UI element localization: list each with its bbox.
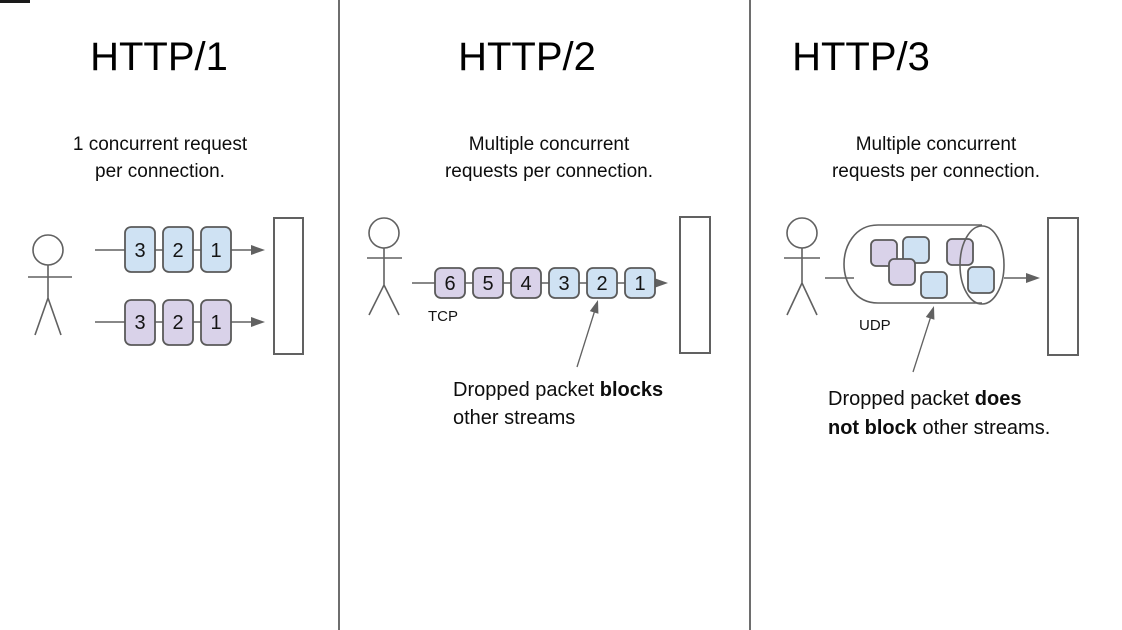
packet (888, 258, 916, 286)
packet (624, 267, 656, 299)
packet (200, 226, 232, 273)
packet-queue-purple: 3 2 1 (124, 299, 232, 346)
screen-edge-artifact (0, 0, 30, 3)
packet-label: 2 (596, 273, 607, 295)
dropped-packet-arrow (576, 300, 599, 368)
packet-label: 2 (172, 240, 183, 262)
packet (162, 226, 194, 273)
packet (162, 299, 194, 346)
caption-line2: not block other streams. (828, 417, 1051, 439)
packet-label: 5 (482, 273, 493, 295)
http3-subtitle-line1: Multiple concurrent (855, 134, 1017, 155)
http2-subtitle-line2: requests per connection. (444, 161, 654, 182)
http3-subtitle-line2: requests per connection. (831, 161, 1041, 182)
packet (902, 236, 930, 264)
packet (124, 226, 156, 273)
http2-title: HTTP/2 (458, 35, 596, 79)
exit-arrow (1004, 273, 1040, 283)
server-box (1047, 217, 1079, 356)
column-divider-1 (338, 0, 340, 630)
packet (472, 267, 504, 299)
http1-subtitle-line2: per connection. (95, 161, 225, 182)
udp-label: UDP (859, 317, 891, 334)
packet-queue: 6 5 4 3 2 1 (434, 267, 656, 299)
person-icon (28, 234, 72, 336)
udp-tunnel (843, 224, 982, 304)
column-divider-2 (749, 0, 751, 630)
packet-queue-blue: 3 2 1 (124, 226, 232, 273)
packet-label: 3 (134, 312, 145, 334)
server-box (273, 217, 304, 355)
server-box (679, 216, 711, 354)
packet-label: 2 (172, 312, 183, 334)
caption-line1: Dropped packet does (828, 388, 1022, 410)
http3-diagram: UDP (784, 217, 1079, 373)
http2-subtitle: Multiple concurrent requests per connect… (429, 131, 669, 185)
packet (586, 267, 618, 299)
packet-label: 3 (558, 273, 569, 295)
http1-subtitle: 1 concurrent request per connection. (40, 131, 280, 185)
packet-label: 1 (210, 240, 221, 262)
packet-label: 1 (210, 312, 221, 334)
packet-label: 1 (634, 273, 645, 295)
tunnel-mouth (959, 225, 1005, 305)
person-icon (784, 217, 820, 316)
http2-subtitle-line1: Multiple concurrent (468, 134, 630, 155)
packet-label: 6 (444, 273, 455, 295)
http3-subtitle: Multiple concurrent requests per connect… (816, 131, 1056, 185)
packet-label: 4 (520, 273, 531, 295)
packet (434, 267, 466, 299)
person-icon (367, 217, 402, 316)
multiplexed-packets (870, 225, 1005, 305)
packet (124, 299, 156, 346)
dropped-packet-arrow (912, 306, 935, 373)
tcp-label: TCP (428, 308, 458, 325)
packet (548, 267, 580, 299)
packet (510, 267, 542, 299)
packet (920, 271, 948, 299)
http3-title: HTTP/3 (792, 35, 930, 79)
http1-diagram: 3 2 1 3 2 1 (28, 217, 304, 355)
http1-subtitle-line1: 1 concurrent request (72, 134, 248, 155)
caption-line2: other streams (453, 407, 576, 429)
http1-title: HTTP/1 (90, 35, 228, 79)
packet-label: 3 (134, 240, 145, 262)
caption-line1: Dropped packet blocks (453, 379, 664, 401)
packet (200, 299, 232, 346)
http3-dropped-packet-caption: Dropped packet does not block other stre… (828, 385, 1078, 443)
packet (967, 266, 995, 294)
http2-diagram: 6 5 4 3 2 1 TCP (367, 216, 711, 368)
http2-dropped-packet-caption: Dropped packet blocks other streams (453, 376, 703, 432)
